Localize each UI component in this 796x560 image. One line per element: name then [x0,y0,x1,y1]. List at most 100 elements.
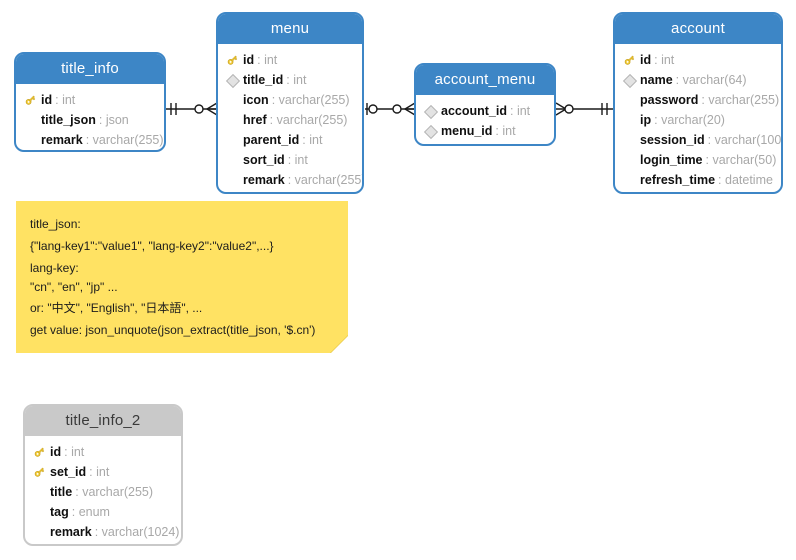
field-row[interactable]: sort_id : int [218,150,362,170]
field-type: : int [55,93,76,107]
entity-account-fields: id : int name : varchar(64) password : v… [615,44,781,192]
field-name: remark [50,525,92,539]
no-icon [622,153,637,167]
field-name: title_json [41,113,96,127]
field-name: set_id [50,465,87,479]
field-row[interactable]: refresh_time : datetime [615,170,781,190]
field-type: : int [495,124,516,138]
field-row[interactable]: id : int [16,90,164,110]
entity-account[interactable]: account id : int [613,12,783,194]
field-row[interactable]: set_id : int [25,462,181,482]
relationship-title_info-menu[interactable] [165,100,218,118]
relationship-menu-account_menu[interactable] [365,100,416,118]
field-row[interactable]: name : varchar(64) [615,70,781,90]
field-name: sort_id [243,153,285,167]
field-type: : varchar(1024) [94,525,180,539]
field-type: : int [510,104,531,118]
field-type: : varchar(100) [707,133,783,147]
no-icon [32,485,47,499]
field-name: icon [243,93,269,107]
field-type: : varchar(255) [271,93,350,107]
entity-account_menu[interactable]: account_menu account_id : int menu_id : … [414,63,556,146]
field-row[interactable]: remark : varchar(1024) [25,522,181,542]
field-name: ip [640,113,652,127]
entity-title_info-fields: id : int title_json : json remark : varc… [16,84,164,150]
field-row[interactable]: remark : varchar(255) [218,170,362,190]
note-line: "cn", "en", "jp" ... [30,280,118,294]
field-name: id [640,53,652,67]
field-row[interactable]: ip : varchar(20) [615,110,781,130]
relationship-account_menu-account[interactable] [555,100,614,118]
field-row[interactable]: password : varchar(255) [615,90,781,110]
field-name: remark [243,173,285,187]
field-row[interactable]: title_json : json [16,110,164,130]
entity-title_info_2-header: title_info_2 [25,406,181,436]
field-type: : varchar(255) [701,93,780,107]
field-row[interactable]: title_id : int [218,70,362,90]
field-row[interactable]: tag : enum [25,502,181,522]
entity-menu[interactable]: menu id : int [216,12,364,194]
field-row[interactable]: title : varchar(255) [25,482,181,502]
entity-account_menu-header: account_menu [416,65,554,95]
primary-key-icon [32,445,47,459]
entity-menu-fields: id : int title_id : int icon : varchar(2… [218,44,362,192]
field-name: title [50,485,73,499]
entity-title_info_2-fields: id : int set_id : int [25,436,181,544]
no-icon [622,173,637,187]
field-type: : varchar(64) [675,73,747,87]
field-type: : json [98,113,129,127]
no-icon [225,173,240,187]
field-type: : varchar(255) [287,173,364,187]
field-name: title_id [243,73,284,87]
field-type: : int [64,445,85,459]
field-row[interactable]: id : int [218,50,362,70]
field-type: : varchar(255) [269,113,348,127]
field-type: : datetime [718,173,773,187]
field-type: : varchar(20) [654,113,725,127]
field-row[interactable]: menu_id : int [416,121,554,141]
field-row[interactable]: icon : varchar(255) [218,90,362,110]
foreign-key-icon [423,104,439,120]
note-line: {"lang-key1":"value1", "lang-key2":"valu… [30,239,274,253]
note-title-json[interactable]: title_json: {"lang-key1":"value1", "lang… [16,201,348,353]
primary-key-icon [622,53,637,67]
field-row[interactable]: remark : varchar(255) [16,130,164,150]
no-icon [225,93,240,107]
entity-title_info-header: title_info [16,54,164,84]
field-name: id [50,445,62,459]
field-name: name [640,73,673,87]
field-row[interactable]: id : int [25,442,181,462]
field-row[interactable]: href : varchar(255) [218,110,362,130]
entity-title_info_2[interactable]: title_info_2 id : int [23,404,183,546]
field-name: parent_id [243,133,300,147]
field-name: login_time [640,153,703,167]
foreign-key-icon [423,124,439,140]
field-type: : int [302,133,323,147]
field-name: href [243,113,267,127]
field-name: session_id [640,133,705,147]
primary-key-icon [23,93,38,107]
field-name: id [41,93,53,107]
field-row[interactable]: session_id : varchar(100) [615,130,781,150]
field-name: tag [50,505,69,519]
no-icon [225,153,240,167]
note-line: or: "中文", "English", "日本語", ... [30,301,203,315]
primary-key-icon [225,53,240,67]
field-type: : varchar(255) [75,485,154,499]
no-icon [225,113,240,127]
field-name: account_id [441,104,507,118]
field-row[interactable]: id : int [615,50,781,70]
no-icon [225,133,240,147]
field-row[interactable]: login_time : varchar(50) [615,150,781,170]
note-line: lang-key: [30,261,79,275]
no-icon [32,505,47,519]
field-row[interactable]: account_id : int [416,101,554,121]
entity-menu-header: menu [218,14,362,44]
field-type: : varchar(255) [85,133,164,147]
field-type: : int [654,53,675,67]
field-row[interactable]: parent_id : int [218,130,362,150]
note-line: get value: json_unquote(json_extract(tit… [30,323,316,337]
primary-key-icon [32,465,47,479]
entity-title_info[interactable]: title_info id : int [14,52,166,152]
